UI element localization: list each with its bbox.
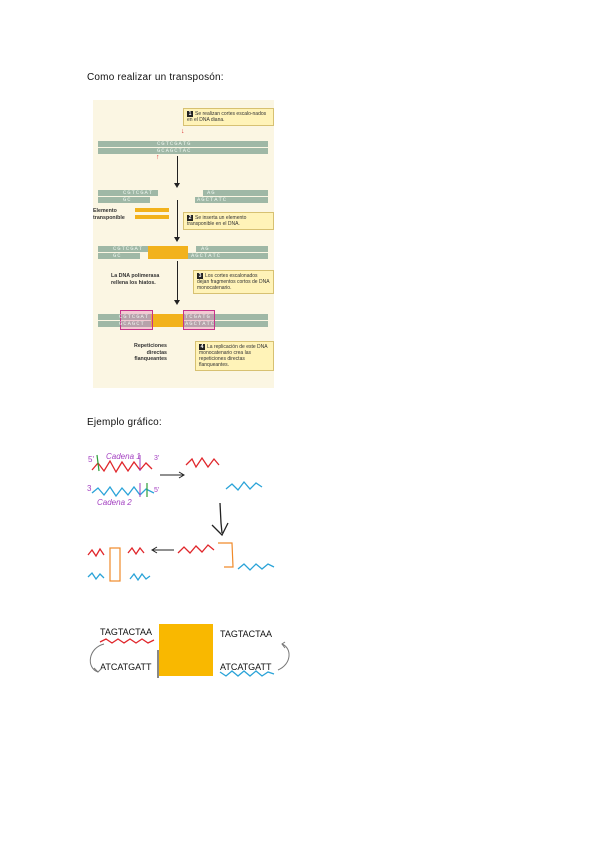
cut-marker-bottom: ↑	[156, 154, 160, 161]
strand2-left-top-seq: CGTCGAT	[123, 189, 154, 196]
arrow-2	[177, 200, 178, 238]
label-5-top: 5'	[88, 455, 94, 464]
label-polymerase: La DNA polimerasa rellena los hiatos.	[111, 273, 160, 286]
arrow-left-head	[151, 546, 158, 554]
strand3-left-bottom-seq: GC	[113, 252, 122, 259]
orange-box-left	[109, 547, 121, 582]
arrow-3	[177, 261, 178, 301]
strand3-left-top-seq: CGTCGAT	[113, 245, 144, 252]
dna-strand-1-top	[98, 141, 268, 147]
right-arrow-head	[281, 641, 286, 649]
right-bottom-sequence: ATCATGATT	[220, 662, 272, 672]
step2-text: Se inserta un elemento transponible en e…	[187, 215, 247, 227]
label-element: Elemento transponible	[93, 208, 125, 221]
transposable-element-bottom	[135, 215, 169, 219]
arrow-1-head	[174, 183, 180, 188]
step2-number: 2	[187, 215, 193, 221]
strand2-left-bottom-seq: GC	[123, 196, 132, 203]
dna-strand-3-right-bottom	[188, 253, 268, 259]
arrow-right-head	[178, 471, 185, 479]
blue-wave-4	[129, 572, 151, 582]
red-wave-4	[127, 546, 145, 556]
label-cadena1: Cadena 1	[106, 452, 141, 461]
step4-number: 4	[199, 344, 205, 350]
strand2-right-top-seq: AG	[207, 189, 216, 196]
red-underline	[99, 638, 155, 644]
dna-strand-2-left-top	[98, 190, 158, 196]
sketch-diagram	[87, 454, 275, 582]
strand4-right-top-seq: TCGATG	[185, 313, 211, 320]
dna-strand-3-left-top	[98, 246, 148, 252]
strand4-left-top-seq: CGTCGAT	[119, 313, 150, 320]
blue-wave-1	[91, 485, 155, 498]
strand4-right-bottom-seq: AGCTATC	[185, 320, 216, 327]
step1-number: 1	[187, 111, 193, 117]
red-wave-5	[177, 544, 215, 554]
strand3-right-top-seq: AG	[201, 245, 210, 252]
dna-strand-1-bottom	[98, 148, 268, 154]
left-curved-arrow	[89, 643, 105, 673]
left-bottom-sequence: ATCATGATT	[100, 662, 152, 672]
blue-wave-5	[237, 563, 275, 571]
dna-strand-2-right-top	[203, 190, 268, 196]
red-wave-3	[87, 547, 105, 558]
strand1-top-seq: CGTCGATG	[157, 140, 192, 147]
step1-text: Se realizan cortes escalo-nados en el DN…	[187, 111, 267, 123]
cut-marker-top: ↓	[181, 128, 185, 135]
dna-strand-2-left-bottom	[98, 197, 150, 203]
dna-strand-3-right-top	[196, 246, 268, 252]
left-direct-repeat	[120, 310, 153, 330]
arrow-down-line	[219, 502, 223, 534]
orange-bracket-right	[218, 542, 234, 568]
left-top-sequence: TAGTACTAA	[100, 627, 153, 637]
label-3-bottom: 3	[87, 484, 92, 493]
right-curved-arrow	[277, 643, 290, 671]
arrow-down-head	[211, 522, 229, 537]
blue-wave-2	[225, 480, 263, 491]
label-3-top: 3'	[154, 455, 160, 462]
red-wave-2	[185, 456, 220, 469]
right-direct-repeat	[183, 310, 215, 330]
blue-underline	[219, 670, 275, 677]
transposon-heading: Como realizar un transposón:	[87, 72, 224, 83]
arrow-3-head	[174, 300, 180, 305]
left-arrow-head	[93, 667, 103, 673]
inserted-element	[148, 246, 188, 259]
dna-strand-3-left-bottom	[98, 253, 140, 259]
bottom-annotations	[89, 638, 290, 678]
right-top-sequence: TAGTACTAA	[220, 629, 273, 639]
step3-text: Los cortes escalonados dejan fragmentos …	[197, 273, 270, 291]
blue-wave-3	[87, 571, 105, 581]
step4-text: La replicación de este DNA monocatenario…	[199, 344, 268, 368]
strand3-right-bottom-seq: AGCTATC	[191, 252, 222, 259]
strand1-bottom-seq: GCAGCTAC	[157, 147, 192, 154]
transposon-block	[159, 624, 213, 676]
green-cut-top	[96, 454, 100, 472]
strand2-right-bottom-seq: AGCTATC	[197, 196, 228, 203]
dna-strand-2-right-bottom	[195, 197, 268, 203]
arrow-2-head	[174, 237, 180, 242]
label-5-bottom: 5'	[154, 487, 160, 494]
strand4-left-bottom-seq: GCAGCT	[119, 320, 145, 327]
transposable-element-top	[135, 208, 169, 212]
red-wave-1	[91, 459, 153, 474]
example-heading: Ejemplo gráfico:	[87, 417, 162, 428]
arrow-1	[177, 156, 178, 184]
step3-number: 3	[197, 273, 203, 279]
final-inserted-element	[151, 314, 183, 327]
label-repeats: Repeticiones directas flanqueantes	[134, 343, 167, 362]
label-cadena2: Cadena 2	[97, 498, 132, 507]
